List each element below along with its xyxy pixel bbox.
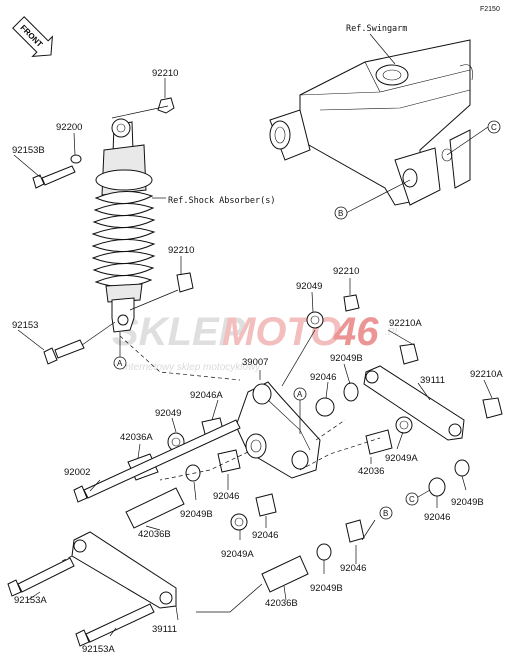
left-column-fasteners <box>73 417 277 531</box>
link-lower-drawing <box>7 531 177 647</box>
part-92046-1: 92046 <box>310 372 336 383</box>
part-92153: 92153 <box>12 320 38 331</box>
part-92200: 92200 <box>56 122 82 133</box>
ref-swingarm: Ref.Swingarm <box>346 24 407 34</box>
callout-a-shock <box>113 356 127 370</box>
callout-b-lower-label: B <box>383 509 388 518</box>
part-number-labels: 92210 92200 92153B 92210 92153 92210 920… <box>12 68 503 655</box>
part-92002: 92002 <box>64 467 90 478</box>
part-92210-mid: 92210 <box>168 245 194 256</box>
diagram-code: F2150 <box>480 6 500 13</box>
watermark-brand-number: 46 <box>333 310 379 354</box>
part-92046-4: 92046 <box>424 512 450 523</box>
part-92153A-1: 92153A <box>14 595 47 606</box>
watermark-tagline: internetowy sklep motocyklowy <box>123 362 261 373</box>
part-92049B-2: 92049B <box>451 497 484 508</box>
part-92153A-2: 92153A <box>82 644 115 655</box>
link-right-drawing <box>363 365 465 441</box>
part-92049-top: 92049 <box>296 281 322 292</box>
part-39111-bottom: 39111 <box>152 624 177 635</box>
callout-c-swingarm <box>487 120 501 134</box>
callout-b-swingarm <box>334 206 348 220</box>
upper-right-fasteners <box>306 294 503 497</box>
part-92210A-1: 92210A <box>389 318 422 329</box>
part-92049B-4: 92049B <box>310 583 343 594</box>
callout-b-swingarm-label: B <box>338 209 343 218</box>
part-92049B-1: 92049B <box>330 353 363 364</box>
shock-absorber-drawing <box>91 118 156 333</box>
part-92049A-2: 92049A <box>221 549 254 560</box>
part-42036A: 42036A <box>120 432 153 443</box>
part-39111-right: 39111 <box>420 375 445 386</box>
callout-a-rocker <box>293 387 307 401</box>
part-92049A-1: 92049A <box>385 453 418 464</box>
part-92210A-2: 92210A <box>470 369 503 380</box>
callout-a-shock-label: A <box>117 359 123 368</box>
part-92046-5: 92046 <box>340 563 366 574</box>
part-92046-3: 92046 <box>252 530 278 541</box>
part-42036B-1: 42036B <box>138 529 171 540</box>
callout-b-lower <box>379 506 393 520</box>
callout-c-lower <box>405 492 419 506</box>
part-42036-right: 42036 <box>358 466 384 477</box>
part-92046A: 92046A <box>190 390 223 401</box>
shock-fasteners <box>32 97 194 365</box>
callout-c-swingarm-label: C <box>491 123 497 132</box>
front-arrow-icon: FRONT <box>12 16 53 57</box>
ref-shock-absorber: Ref.Shock Absorber(s) <box>168 196 275 206</box>
swingarm-reference-drawing <box>269 39 473 206</box>
part-92153B: 92153B <box>12 145 45 156</box>
part-39007: 39007 <box>242 357 268 368</box>
callout-a-rocker-label: A <box>297 390 303 399</box>
part-92046-2: 92046 <box>213 491 239 502</box>
callout-c-lower-label: C <box>409 495 415 504</box>
part-92210-top: 92210 <box>152 68 178 79</box>
watermark-brand-right: MOTO <box>222 310 341 354</box>
part-42036B-2: 42036B <box>265 598 298 609</box>
part-92049B-3: 92049B <box>180 509 213 520</box>
part-92210-right: 92210 <box>333 266 359 277</box>
rocker-arm-drawing <box>235 381 321 479</box>
part-92049-mid: 92049 <box>155 408 181 419</box>
